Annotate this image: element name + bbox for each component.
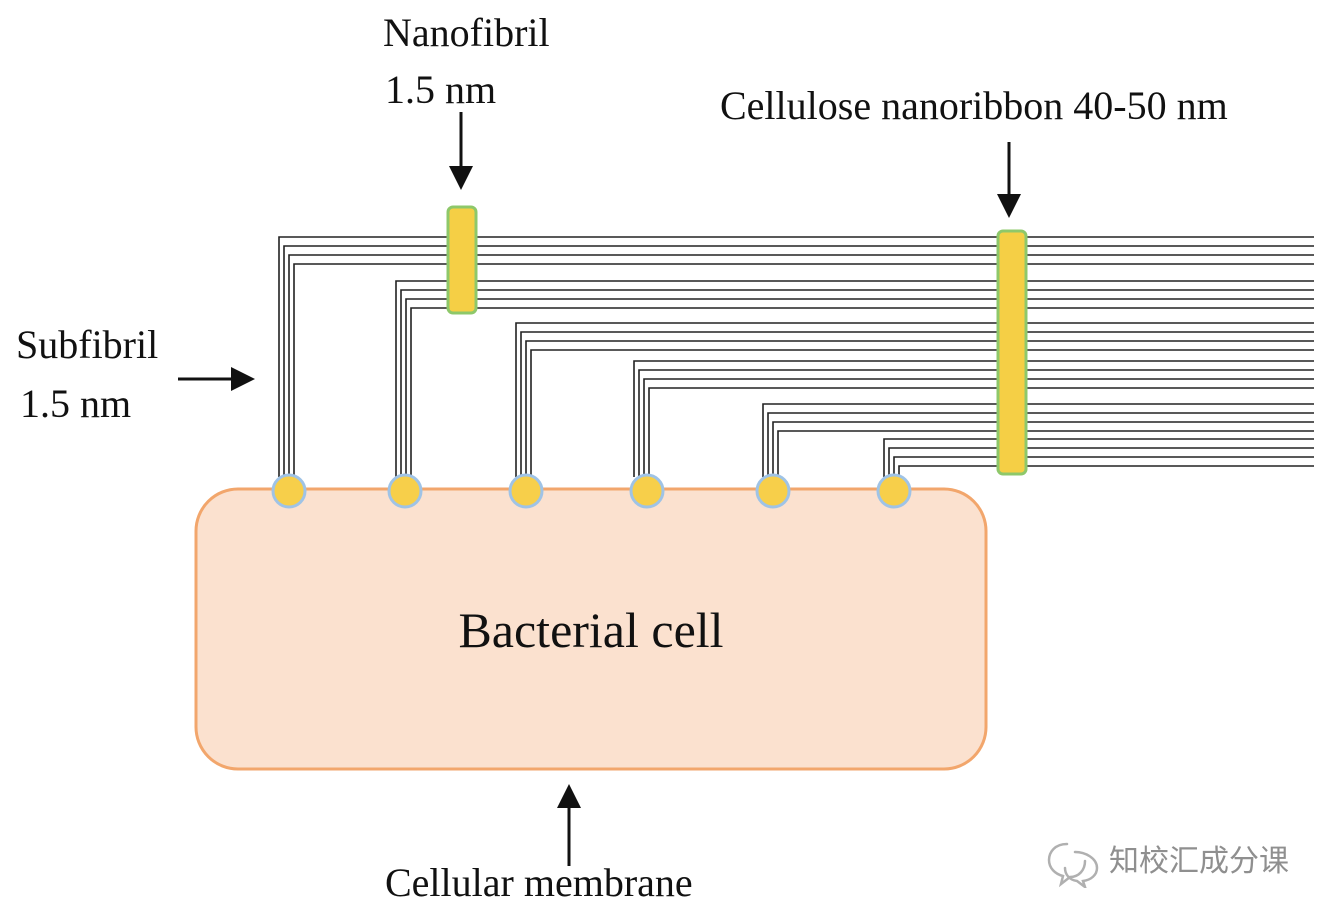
membrane-arrow (557, 784, 581, 866)
subfibril-line (633, 360, 1314, 477)
subfibril-line (762, 403, 1314, 477)
subfibril-line (898, 465, 1314, 477)
subfibril-line (525, 340, 1314, 477)
subfibril-bundle (278, 236, 1314, 477)
terminal-complexes (271, 473, 912, 509)
wechat-official-account-icon (1047, 842, 1099, 888)
subfibril-line (293, 263, 1314, 477)
nanofibril-size-label: 1.5 nm (385, 67, 497, 112)
terminal-complex (508, 473, 544, 509)
subfibril-line (767, 412, 1314, 477)
subfibril-line (893, 456, 1314, 477)
nanofibril-arrow (449, 112, 473, 190)
subfibril-line (288, 254, 1314, 477)
subfibril-line (400, 289, 1314, 477)
nanofibril-label: Nanofibril (383, 10, 550, 55)
watermark: 知校汇成分课 (1045, 838, 1315, 888)
terminal-complex (387, 473, 423, 509)
subfibril-arrow (178, 367, 255, 391)
subfibril-line (530, 349, 1314, 477)
subfibril-line (643, 378, 1314, 477)
subfibril-line (515, 322, 1314, 477)
subfibril-line (777, 430, 1314, 477)
subfibril-line (278, 236, 1314, 477)
subfibril-line (410, 307, 1314, 477)
cell-label: Bacterial cell (458, 602, 724, 658)
watermark-text: 知校汇成分课 (1109, 844, 1289, 879)
subfibril-line (520, 331, 1314, 477)
subfibril-line (648, 387, 1314, 477)
terminal-complex (755, 473, 791, 509)
terminal-complex (271, 473, 307, 509)
subfibril-line (638, 369, 1314, 477)
subfibril-line (772, 421, 1314, 477)
membrane-label: Cellular membrane (385, 860, 693, 905)
nanoribbon-arrow (997, 142, 1021, 218)
subfibril-size-label: 1.5 nm (20, 381, 132, 426)
bacterial-cell (194, 487, 988, 771)
terminal-complex (629, 473, 665, 509)
nanoribbon-band (996, 229, 1028, 476)
subfibril-line (888, 447, 1314, 477)
subfibril-label: Subfibril (16, 322, 159, 367)
subfibril-line (883, 438, 1314, 477)
nanofibril-band (446, 205, 478, 315)
terminal-complex (876, 473, 912, 509)
nanoribbon-label: Cellulose nanoribbon 40-50 nm (720, 83, 1228, 128)
subfibril-line (283, 245, 1314, 477)
